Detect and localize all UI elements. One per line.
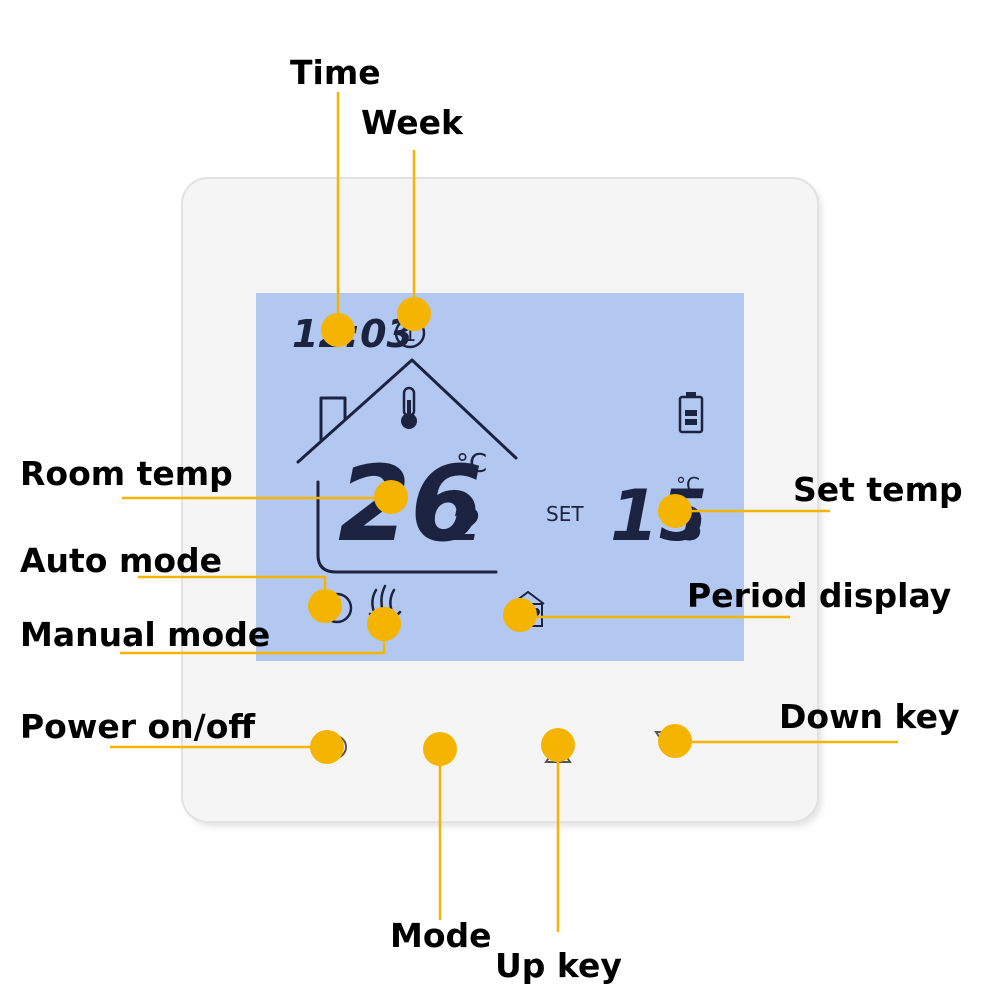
time-dot xyxy=(321,313,355,347)
room-temp-unit: °C xyxy=(456,449,487,479)
manual-mode-label: Manual mode xyxy=(20,615,271,654)
auto-mode-label: Auto mode xyxy=(20,541,223,580)
set-temp-dot xyxy=(658,494,692,528)
power-label: Power on/off xyxy=(20,707,256,746)
week-dot xyxy=(397,297,431,331)
auto-mode-dot xyxy=(308,589,342,623)
callout-lines xyxy=(110,92,898,932)
week-label: Week xyxy=(361,103,463,142)
room-temp-dot xyxy=(374,480,408,514)
mode-dot xyxy=(423,732,457,766)
set-temp-unit: °C xyxy=(676,473,700,497)
time-label: Time xyxy=(290,53,381,92)
power-dot xyxy=(310,730,344,764)
room-temp-decimal: 2 xyxy=(450,500,481,551)
room-temp-value: 26 xyxy=(338,443,483,565)
down-key-dot xyxy=(658,724,692,758)
house-icon xyxy=(296,358,518,574)
callout-dots xyxy=(308,297,692,766)
mode-label: Mode xyxy=(390,916,492,955)
period-display-label: Period display xyxy=(687,576,952,615)
up-key-dot xyxy=(541,728,575,762)
room-temp-label: Room temp xyxy=(20,454,233,493)
set-temp-label: Set temp xyxy=(793,470,963,509)
battery-icon xyxy=(678,392,704,434)
down-key-label: Down key xyxy=(779,697,960,736)
period-display-dot xyxy=(503,598,537,632)
up-key-label: Up key xyxy=(495,946,622,985)
manual-mode-dot xyxy=(367,607,401,641)
thermometer-icon xyxy=(401,386,417,429)
set-label: SET xyxy=(546,502,584,526)
